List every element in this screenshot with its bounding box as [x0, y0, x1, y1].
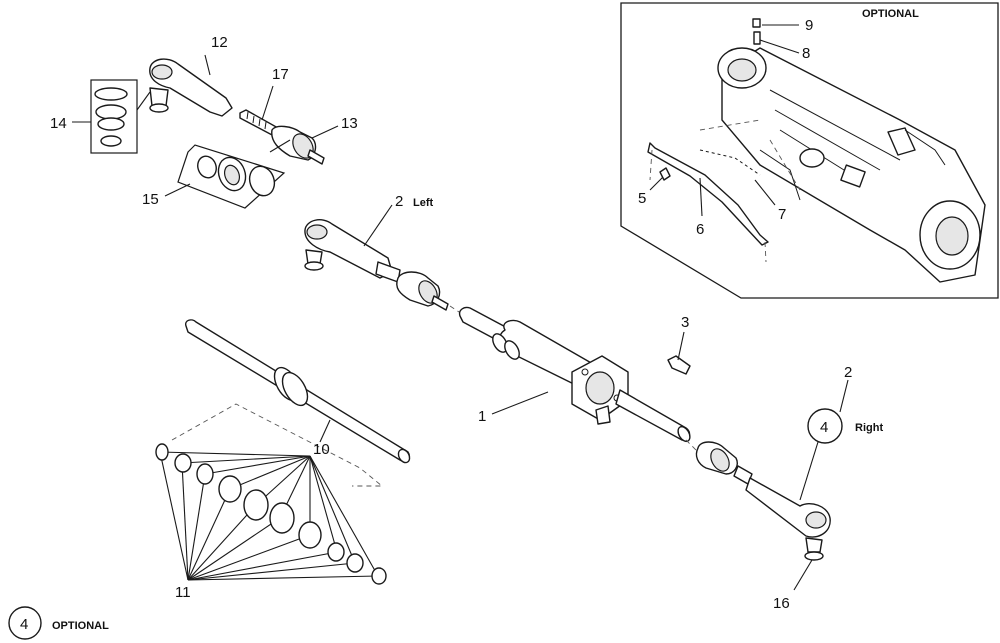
callout-9: 9	[805, 17, 813, 34]
optional-marker-number: 4	[820, 419, 828, 436]
legend: 4 OPTIONAL	[8, 606, 109, 640]
seal-kit-11: 11	[155, 443, 387, 601]
callout-6: 6	[696, 221, 704, 238]
tie-rod-right: 4 2 Right 16	[695, 364, 883, 612]
callout-10: 10	[313, 441, 330, 458]
tie-rod-end-group-top: 12 14 17 13 15	[50, 34, 358, 209]
callout-13: 13	[341, 115, 358, 132]
label-left: Left	[413, 197, 434, 209]
guard-plate-6	[647, 142, 769, 246]
legend-symbol-number: 4	[20, 616, 28, 633]
callout-7: 7	[778, 206, 786, 223]
tie-rod-left: 2 Left	[304, 193, 449, 311]
callout-11: 11	[175, 584, 191, 601]
callout-17: 17	[272, 66, 289, 83]
washer-9	[752, 18, 761, 28]
callout-12: 12	[211, 34, 228, 51]
optional-marker-circle	[807, 408, 843, 444]
inset-title: OPTIONAL	[862, 8, 919, 20]
pipe-7	[699, 149, 761, 176]
axle-housing	[717, 47, 986, 283]
seal-kit-box-14	[90, 79, 138, 154]
bolt-3	[667, 355, 691, 375]
bolt-8	[753, 31, 761, 45]
callout-2-left: 2	[395, 193, 403, 210]
steering-cylinder-1: 3 1	[449, 305, 697, 451]
callout-15: 15	[142, 191, 159, 208]
callout-3: 3	[681, 314, 689, 331]
callout-5: 5	[638, 190, 646, 207]
optional-inset: OPTIONAL 9 8 5 6 7	[620, 2, 999, 299]
callout-2-right: 2	[844, 364, 852, 381]
legend-text: OPTIONAL	[52, 620, 109, 632]
piston-rod-10: 10	[171, 319, 411, 487]
label-right: Right	[855, 422, 883, 434]
legend-symbol-circle	[8, 606, 42, 640]
callout-8: 8	[802, 45, 810, 62]
inset-frame	[620, 2, 999, 299]
callout-1: 1	[478, 408, 486, 425]
callout-16: 16	[773, 595, 790, 612]
callout-14: 14	[50, 115, 67, 132]
